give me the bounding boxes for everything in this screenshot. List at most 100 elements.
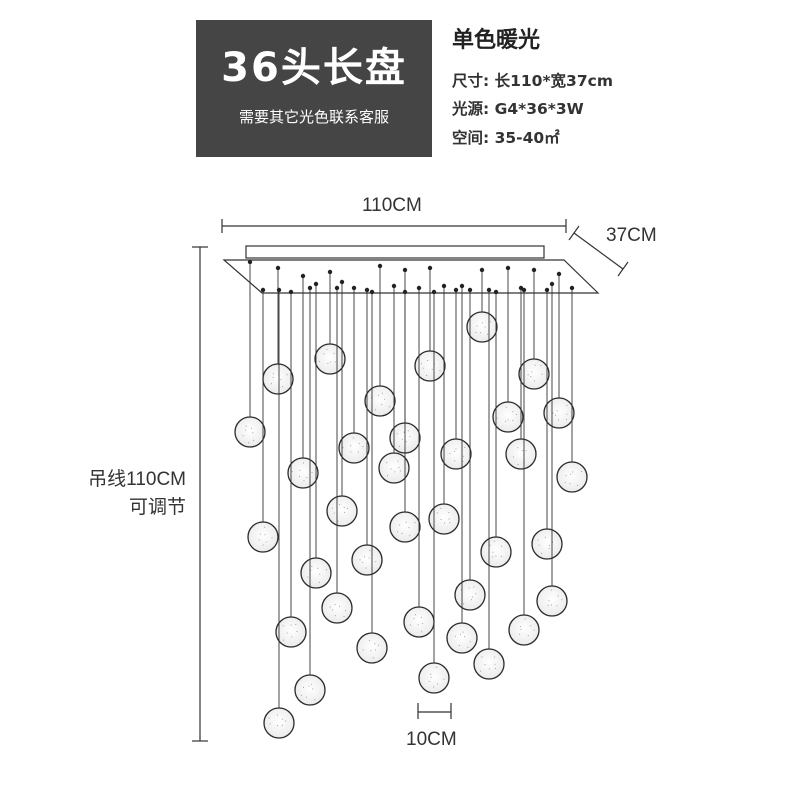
ball-texture <box>555 414 557 416</box>
ball-texture <box>326 349 328 350</box>
ball-texture <box>250 427 252 429</box>
ball-texture <box>556 605 558 607</box>
ball-texture <box>286 632 288 634</box>
ball-texture <box>556 410 558 412</box>
ball-texture <box>333 352 335 354</box>
ball-texture <box>548 600 550 602</box>
ball-texture <box>468 587 470 589</box>
ball-texture <box>375 649 376 651</box>
ball-texture <box>525 450 527 452</box>
ball-texture <box>448 518 450 520</box>
pendant-ball <box>473 648 505 680</box>
ball-diameter-dimension-line <box>417 703 452 719</box>
ball-texture <box>271 383 272 385</box>
pendant-ball <box>287 457 319 489</box>
ball-texture <box>565 475 567 477</box>
ball-texture <box>334 604 336 605</box>
ball-texture <box>476 325 478 327</box>
ball-texture <box>409 436 411 438</box>
ball-texture <box>264 526 266 528</box>
ball-texture <box>369 549 371 551</box>
wire-anchor <box>247 259 253 265</box>
ball-texture <box>262 544 264 546</box>
pendant-ball <box>414 350 446 382</box>
wire-anchor <box>402 289 408 295</box>
ball-texture <box>377 644 379 646</box>
ball-texture <box>473 586 475 588</box>
ball-texture <box>277 714 278 716</box>
ball-texture <box>534 364 536 366</box>
ball-texture <box>311 472 313 474</box>
pendant-ball <box>508 614 540 646</box>
wire-anchor <box>391 283 397 289</box>
ball-texture <box>319 573 321 575</box>
ball-texture <box>290 624 292 626</box>
ball-texture <box>362 446 364 447</box>
ball-texture <box>552 412 554 414</box>
ball-texture <box>318 360 320 362</box>
ball-texture <box>517 447 519 449</box>
ball-texture <box>317 567 319 569</box>
ball-texture <box>443 522 445 524</box>
ball-texture <box>488 668 490 670</box>
ball-texture <box>331 609 333 611</box>
wire-anchor <box>549 281 555 287</box>
ball-texture <box>281 718 283 720</box>
ball-texture <box>358 442 360 444</box>
ball-texture <box>247 442 249 444</box>
ball-texture <box>551 589 553 591</box>
ball-texture <box>533 629 535 631</box>
ball-texture <box>443 678 445 680</box>
ball-texture <box>501 545 503 547</box>
ball-texture <box>449 452 451 454</box>
pendant-ball <box>454 579 486 611</box>
ball-texture <box>507 419 509 421</box>
pendant-ball <box>428 503 460 535</box>
ball-texture <box>381 404 383 406</box>
ball-texture <box>362 649 364 651</box>
wire-anchor <box>288 289 294 295</box>
ball-texture <box>333 512 335 514</box>
ball-texture <box>439 370 441 372</box>
wire-anchor <box>327 269 333 275</box>
ball-texture <box>306 477 308 479</box>
ball-texture <box>549 545 550 547</box>
ball-texture <box>527 374 529 376</box>
ball-texture <box>394 471 396 473</box>
ball-texture <box>268 717 270 719</box>
ball-texture <box>303 686 304 688</box>
wire-anchor <box>453 287 459 293</box>
ball-texture <box>561 599 563 601</box>
ball-texture <box>337 520 339 522</box>
pendant-ball <box>556 461 588 493</box>
ball-texture <box>460 633 461 635</box>
canopy-plate <box>222 259 600 294</box>
ball-texture <box>329 606 331 608</box>
ball-texture <box>464 446 466 448</box>
wire-anchor <box>486 287 492 293</box>
pendant-ball <box>364 385 396 417</box>
wire-anchor <box>441 283 447 289</box>
ball-texture <box>396 433 398 435</box>
ball-texture <box>280 378 282 380</box>
ball-texture <box>519 626 521 628</box>
ball-texture <box>530 625 532 627</box>
ball-texture <box>343 616 345 617</box>
ball-texture <box>398 445 400 447</box>
ball-texture <box>448 512 450 514</box>
ball-texture <box>398 524 400 526</box>
ball-texture <box>421 631 422 633</box>
ball-texture <box>462 631 464 633</box>
ball-texture <box>544 536 546 538</box>
ball-texture <box>440 519 442 520</box>
ball-texture <box>253 439 255 441</box>
ball-texture <box>408 527 410 529</box>
ball-texture <box>399 470 401 472</box>
ball-texture <box>285 720 287 722</box>
ball-texture <box>513 456 515 458</box>
ball-texture <box>359 559 361 561</box>
ball-texture <box>305 696 307 698</box>
ball-texture <box>489 544 491 546</box>
wire-anchor <box>544 287 550 293</box>
cable-length-label: 吊线110CM <box>88 469 186 490</box>
